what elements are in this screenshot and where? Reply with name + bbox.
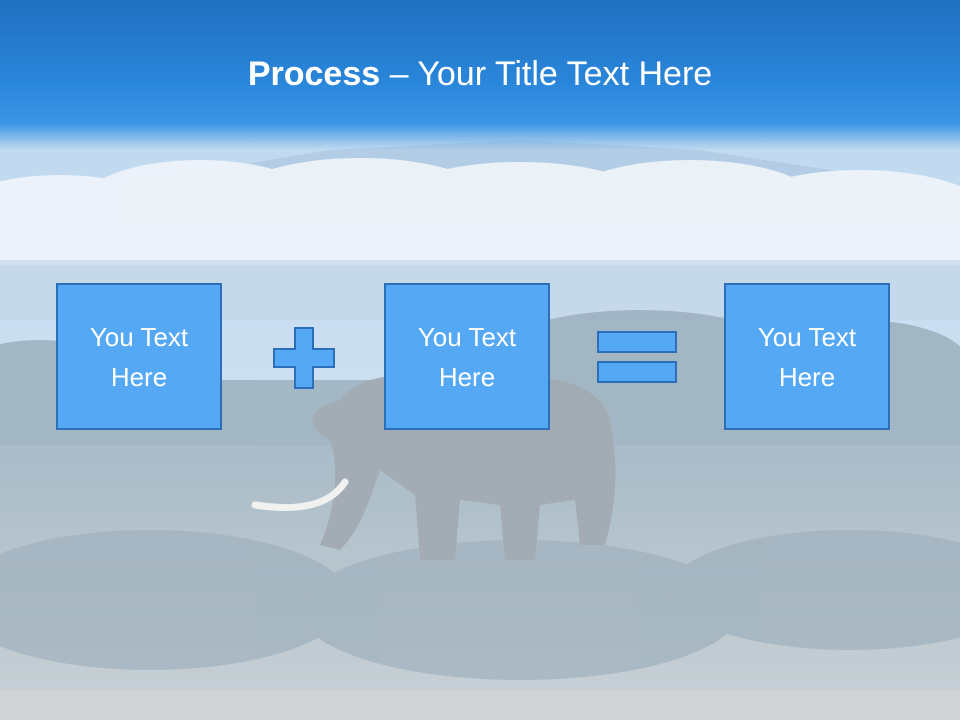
- plus-icon: [273, 327, 335, 389]
- step-box-1[interactable]: You Text Here: [56, 283, 222, 430]
- title-separator: –: [380, 55, 418, 93]
- equals-icon: [597, 331, 677, 383]
- step-box-3[interactable]: You Text Here: [724, 283, 890, 430]
- step-box-label: You Text Here: [417, 321, 517, 392]
- slide-title: Process – Your Title Text Here: [0, 52, 960, 96]
- title-band: [0, 0, 960, 150]
- title-bold: Process: [247, 55, 381, 93]
- step-box-label: You Text Here: [89, 321, 189, 392]
- step-box-label: You Text Here: [757, 321, 857, 392]
- step-box-2[interactable]: You Text Here: [384, 283, 550, 430]
- title-rest: Your Title Text Here: [417, 55, 713, 93]
